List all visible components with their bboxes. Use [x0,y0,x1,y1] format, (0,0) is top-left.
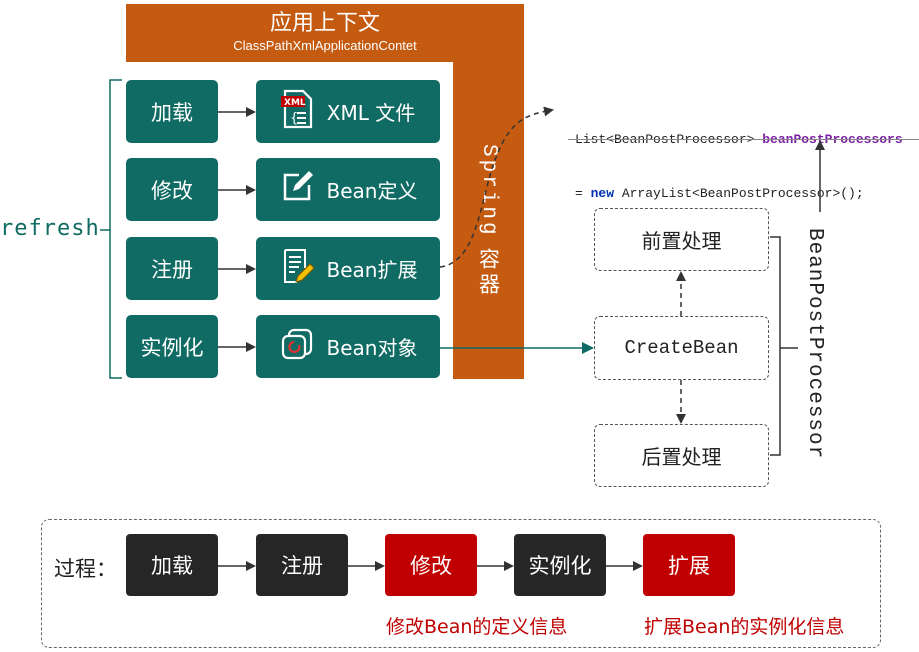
bean-extension-label: Bean扩展 [326,258,418,282]
bean-definition-label: Bean定义 [326,179,418,203]
processor-bracket [770,236,781,456]
process-step-register: 注册 [256,534,348,596]
code-underline [568,139,919,140]
code-rest: ArrayList<BeanPostProcessor>(); [614,186,864,201]
after-process-box: 后置处理 [594,424,769,487]
app-context-header: 应用上下文 ClassPathXmlApplicationContet [126,4,524,62]
code-new-keyword: new [590,186,615,201]
container-label: 容器 [476,248,501,298]
xml-file-box: XML { XML 文件 [256,80,440,143]
process-panel [41,519,881,648]
header-title: 应用上下文 [269,11,380,36]
bean-object-label: Bean对象 [326,336,418,360]
bean-definition-box: Bean定义 [256,158,440,221]
extension-to-code-curve [439,106,554,268]
process-step-load: 加载 [126,534,218,596]
spring-label: Spring [477,144,500,238]
spring-container: Spring 容器 [453,62,524,379]
refresh-label: refresh [0,216,100,241]
svg-text:{: { [290,111,298,126]
step-register-box: 注册 [126,237,218,300]
refresh-bracket [109,79,122,379]
svg-text:XML: XML [284,98,306,108]
note-modify: 修改Bean的定义信息 [386,616,568,638]
before-process-box: 前置处理 [594,208,769,271]
step-load-box: 加载 [126,80,218,143]
create-bean-box: CreateBean [594,316,769,380]
process-step-extend: 扩展 [643,534,735,596]
xml-file-label: XML 文件 [326,101,416,125]
bean-object-box: Bean对象 [256,315,440,378]
code-line-2: = new ArrayList<BeanPostProcessor>(); [575,185,903,203]
copy-object-icon [279,326,315,367]
code-eq: = [575,186,591,201]
header-subtitle: ClassPathXmlApplicationContet [233,38,417,53]
xml-file-icon: XML { [280,89,315,134]
bean-post-processor-label: BeanPostProcessor [803,228,826,460]
document-pencil-icon [279,246,315,291]
note-extend: 扩展Bean的实例化信息 [644,616,845,638]
step-modify-box: 修改 [126,158,218,221]
process-step-modify: 修改 [385,534,477,596]
bean-extension-box: Bean扩展 [256,237,440,300]
edit-icon [279,169,315,210]
process-step-instantiate: 实例化 [514,534,606,596]
process-label: 过程： [54,557,117,581]
step-instantiate-box: 实例化 [126,315,218,378]
